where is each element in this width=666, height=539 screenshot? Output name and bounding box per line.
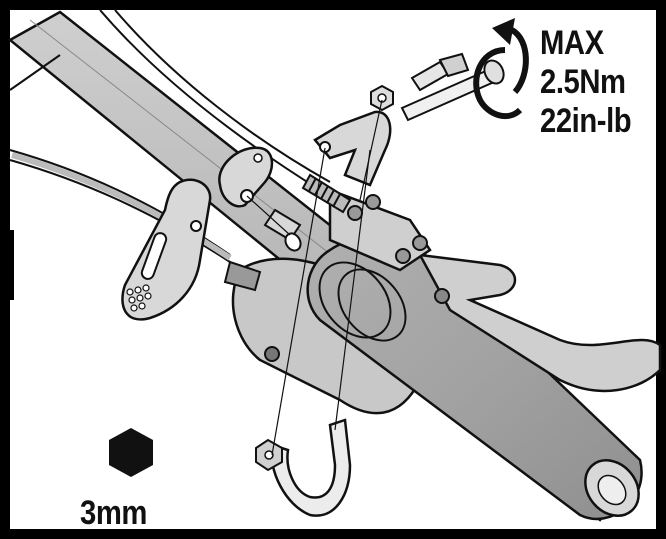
torque-max-label: MAX [540, 24, 604, 62]
clamp-nut [370, 84, 394, 112]
hex-key-size-label: 3mm [80, 494, 147, 532]
mounting-plate [218, 146, 274, 208]
torque-inlb-value: 22in-lb [540, 102, 632, 140]
shifter-paddle [121, 178, 212, 321]
lever-blade [417, 253, 662, 393]
handlebar-grip [306, 235, 643, 521]
exploded-view-leader-lines [246, 99, 383, 456]
barrel-screw [410, 52, 470, 92]
torque-nm-value: 2.5Nm [540, 63, 626, 101]
upper-clamp-bracket [313, 110, 392, 187]
rotation-arrow-icon [473, 18, 529, 120]
clamp-bolt [400, 59, 505, 122]
clamp-body [328, 188, 432, 272]
hex-key-icon [109, 428, 153, 477]
lower-clamp [255, 418, 352, 517]
torque-spec-callout: MAX 2.5Nm 22in-lb [540, 24, 632, 141]
